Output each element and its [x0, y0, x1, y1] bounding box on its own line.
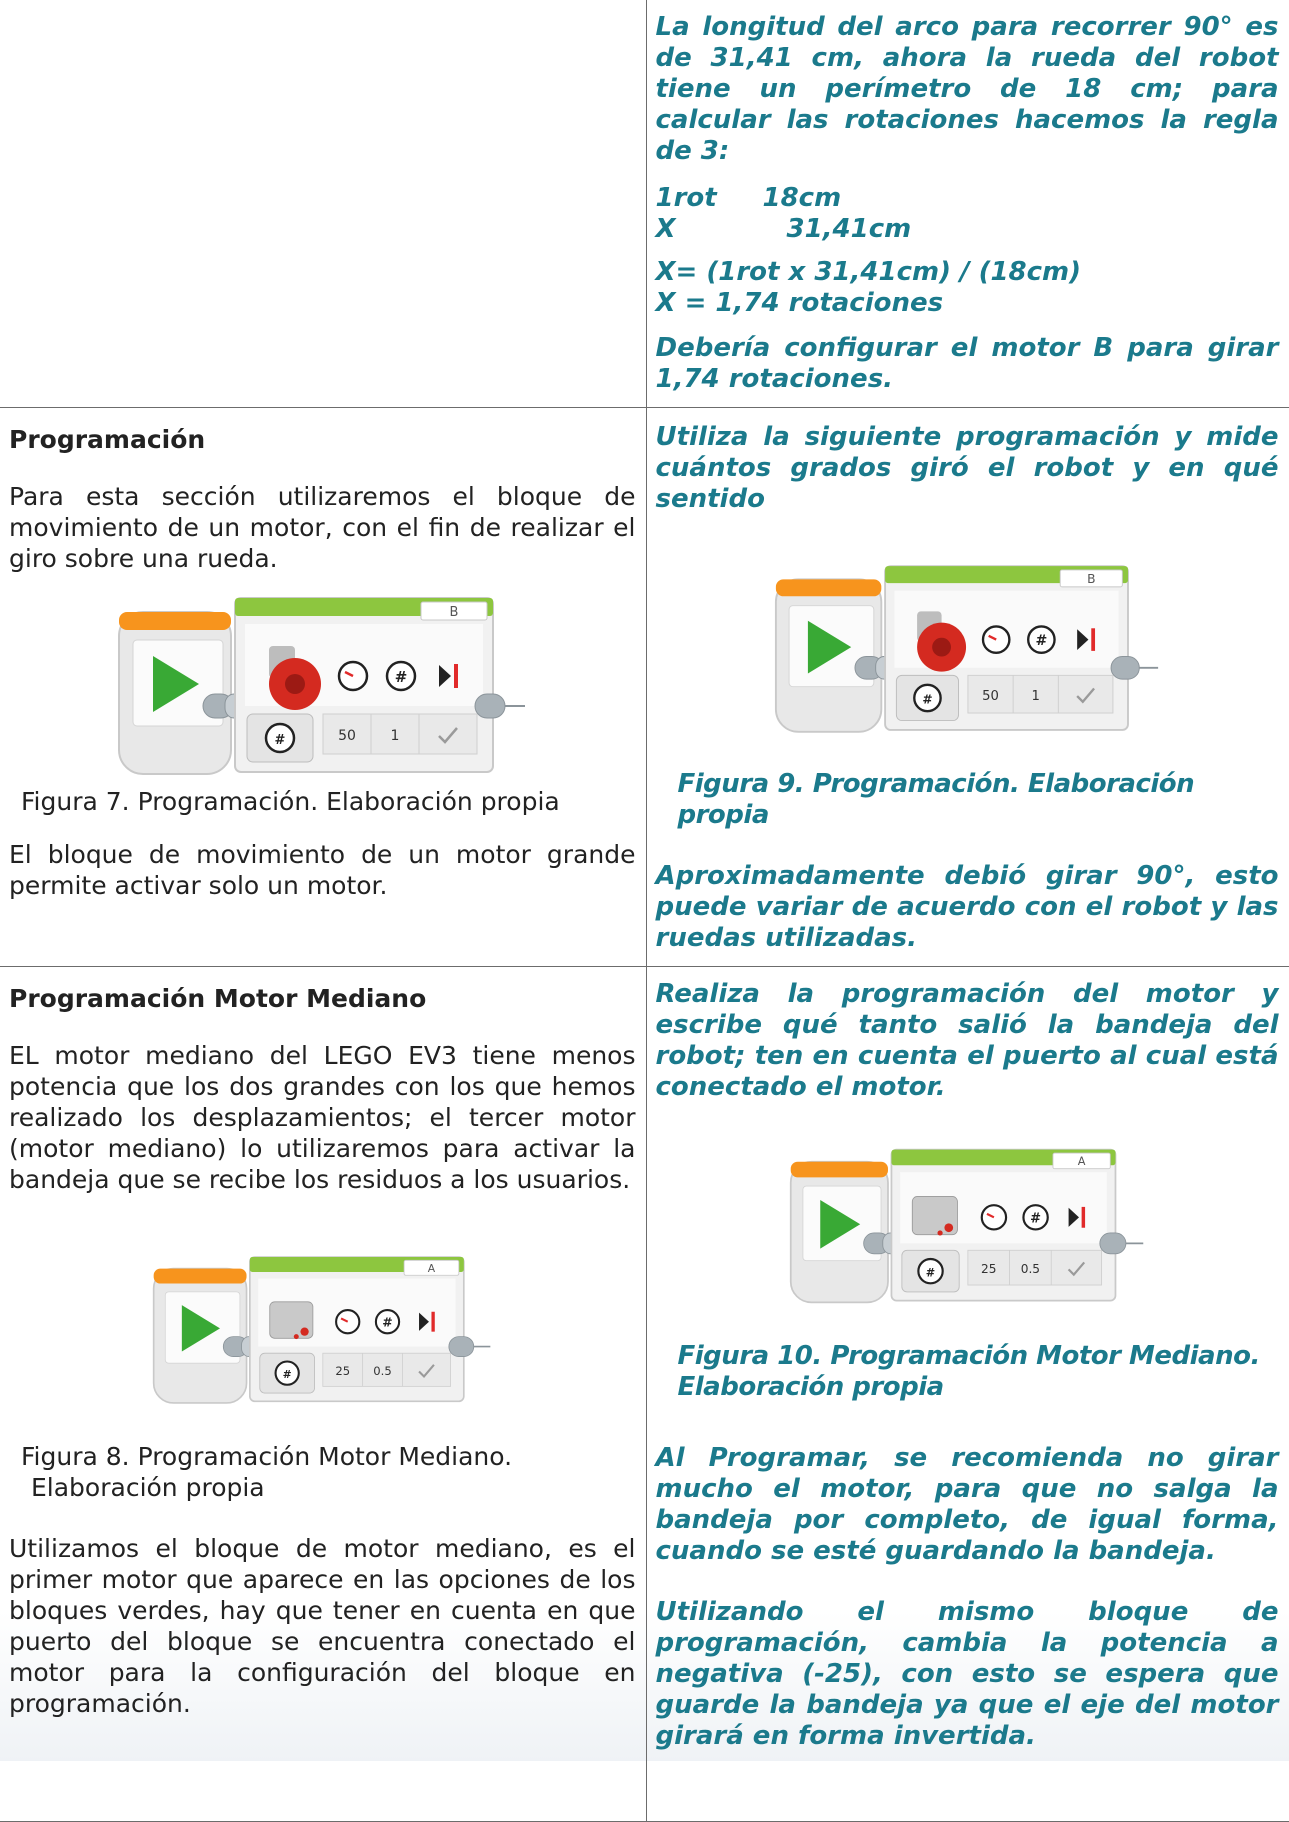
- start-block: [118, 611, 233, 775]
- speedometer-icon: [335, 1309, 361, 1335]
- intro-paragraph: Para esta sección utilizaremos el bloque…: [9, 482, 636, 573]
- svg-text:#: #: [1035, 633, 1047, 649]
- svg-text:#: #: [1030, 1212, 1041, 1227]
- large-motor-paragraph: El bloque de movimiento de un motor gran…: [9, 840, 636, 900]
- svg-text:#: #: [283, 1368, 292, 1381]
- table-row: Programación Motor Mediano EL motor medi…: [0, 966, 1289, 1822]
- motor-block: B #: [884, 565, 1129, 731]
- svg-text:#: #: [926, 1266, 935, 1279]
- start-block: [789, 1160, 889, 1304]
- motor-block: B #: [234, 597, 495, 773]
- mode-icon: [274, 1360, 301, 1386]
- play-icon: [820, 1199, 861, 1249]
- rotations-icon: #: [386, 660, 417, 692]
- mode-icon: [265, 722, 296, 754]
- medium-motor-usage-paragraph: Utilizamos el bloque de motor mediano, e…: [9, 1534, 636, 1718]
- row3-right-cell: Realiza la programación del motor y escr…: [645, 966, 1289, 1822]
- negative-power-paragraph: Utilizando el mismo bloque de programaci…: [655, 1597, 1279, 1751]
- row1-left-cell: [0, 0, 647, 408]
- instruction-paragraph: Utiliza la siguiente programación y mide…: [655, 422, 1279, 514]
- motor-icon: [269, 646, 322, 710]
- output-plug: [1110, 656, 1159, 680]
- mode-icon: [913, 683, 942, 713]
- checkmark-icon: [438, 727, 459, 744]
- figure-8-caption: Figura 8. Programación Motor Mediano. El…: [21, 1442, 513, 1502]
- play-icon: [807, 620, 852, 674]
- output-plug: [448, 1336, 491, 1357]
- port-label: B: [450, 605, 459, 620]
- output-plug: [474, 693, 526, 719]
- rotations-icon: #: [1022, 1204, 1049, 1231]
- speedometer-icon: [980, 1204, 1008, 1231]
- rotations-value: 1: [1032, 689, 1040, 704]
- play-icon: [153, 656, 200, 712]
- motor-block: A #: [249, 1256, 465, 1403]
- figure-10-caption: Figura 10. Programación Motor Mediano. E…: [677, 1341, 1261, 1402]
- svg-text:#: #: [275, 733, 286, 748]
- power-value: 50: [338, 728, 356, 744]
- equation-block: X= (1rot x 31,41cm) / (18cm) X = 1,74 ro…: [655, 257, 1082, 318]
- svg-text:#: #: [383, 1315, 393, 1330]
- figure-9: B #: [656, 563, 1279, 735]
- arc-length-paragraph: La longitud del arco para recorrer 90° e…: [655, 12, 1279, 166]
- figure-9-caption: Figura 9. Programación. Elaboración prop…: [677, 769, 1195, 830]
- rotations-icon: #: [1027, 625, 1056, 654]
- checkmark-icon: [418, 1364, 435, 1378]
- table-row: La longitud del arco para recorrer 90° e…: [0, 0, 1289, 408]
- figure-7-caption: Figura 7. Programación. Elaboración prop…: [21, 787, 560, 816]
- motor-block: A #: [890, 1148, 1117, 1302]
- large-motor-block-image: B #: [774, 565, 1159, 733]
- power-value: 25: [336, 1364, 351, 1378]
- checkmark-icon: [1067, 1261, 1086, 1277]
- row1-right-cell: La longitud del arco para recorrer 90° e…: [645, 0, 1289, 408]
- large-motor-block-image: B #: [118, 597, 526, 775]
- row2-right-cell: Utiliza la siguiente programación y mide…: [645, 407, 1289, 967]
- rotations-icon: #: [375, 1309, 401, 1335]
- speedometer-icon: [981, 625, 1011, 654]
- rotations-value: 0.5: [1021, 1262, 1040, 1276]
- row3-left-cell: Programación Motor Mediano EL motor medi…: [0, 966, 647, 1822]
- brake-icon: [1068, 1206, 1086, 1228]
- medium-motor-icon: [269, 1301, 314, 1340]
- port-label: A: [428, 1262, 436, 1275]
- brake-icon: [419, 1311, 436, 1332]
- mode-icon: [917, 1257, 944, 1285]
- medium-motor-block-image: A #: [153, 1256, 491, 1404]
- brake-icon: [1077, 628, 1096, 651]
- port-label: B: [1087, 572, 1095, 586]
- svg-text:#: #: [922, 693, 932, 707]
- start-block: [153, 1267, 248, 1404]
- medium-motor-intro: EL motor mediano del LEGO EV3 tiene meno…: [9, 1041, 636, 1194]
- brake-icon: [439, 664, 459, 688]
- start-block: [774, 578, 883, 733]
- play-icon: [182, 1305, 221, 1352]
- figure-10: A #: [656, 1147, 1279, 1305]
- medium-motor-icon: [911, 1196, 958, 1236]
- motor-b-config-paragraph: Debería configurar el motor B para girar…: [655, 333, 1279, 394]
- motor-icon: [917, 611, 967, 672]
- svg-text:#: #: [395, 668, 408, 686]
- output-plug: [1099, 1232, 1144, 1255]
- approximation-paragraph: Aproximadamente debió girar 90°, esto pu…: [655, 861, 1279, 953]
- section-heading: Programación: [9, 425, 206, 454]
- checkmark-icon: [1076, 687, 1095, 704]
- power-value: 25: [981, 1262, 996, 1276]
- section-heading: Programación Motor Mediano: [9, 984, 427, 1013]
- rotations-value: 1: [391, 728, 400, 744]
- recommendation-paragraph: Al Programar, se recomienda no girar muc…: [655, 1443, 1279, 1566]
- medium-motor-instruction: Realiza la programación del motor y escr…: [655, 979, 1279, 1102]
- table-row: Programación Para esta sección utilizare…: [0, 407, 1289, 967]
- row2-left-cell: Programación Para esta sección utilizare…: [0, 407, 647, 967]
- rotations-value: 0.5: [374, 1364, 392, 1378]
- figure-7: B #: [9, 596, 636, 776]
- medium-motor-block-image: A #: [789, 1148, 1144, 1304]
- port-label: A: [1078, 1155, 1086, 1168]
- figure-8: A #: [9, 1255, 636, 1405]
- power-value: 50: [982, 689, 999, 704]
- speedometer-icon: [338, 660, 369, 692]
